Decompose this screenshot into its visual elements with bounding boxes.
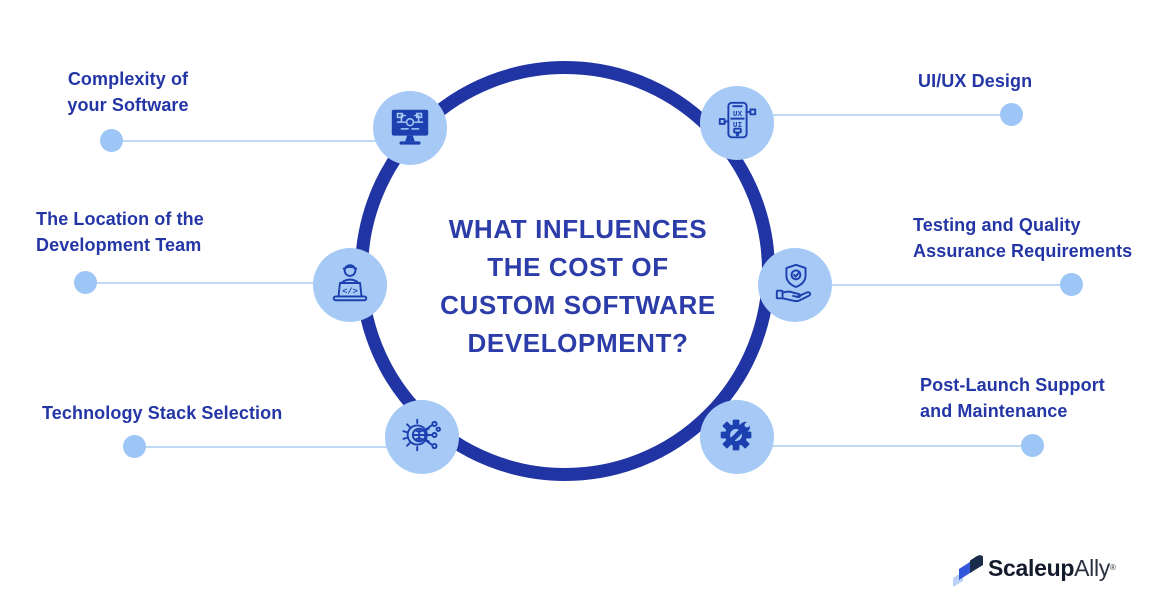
label-line: your Software [67,95,189,115]
uiux-icon-circle: UX UI [700,86,774,160]
label-line: UI/UX Design [918,71,1033,91]
page-title: WHAT INFLUENCES THE COST OF CUSTOM SOFTW… [398,210,758,362]
label-uiux: UI/UX Design [918,68,1032,94]
logo-brand-bold: Scaleup [988,555,1075,581]
developer-laptop-icon: </> [327,260,373,311]
mobile-uiux-icon: UX UI [714,98,760,149]
title-line: THE COST OF [487,252,669,282]
endpoint-dot-location [74,271,97,294]
tech-stack-icon-circle [385,400,459,474]
complexity-icon-circle [373,91,447,165]
label-line: The Location of the [36,209,204,229]
testing-icon-circle [758,248,832,322]
svg-text:UI: UI [733,121,743,129]
endpoint-dot-uiux [1000,103,1023,126]
connector-line-testing [795,284,1072,286]
label-line: and Maintenance [920,401,1068,421]
connector-line-tech-stack [135,446,422,448]
label-line: Technology Stack Selection [42,403,283,423]
connector-line-complexity [112,140,410,142]
connector-line-uiux [737,114,1012,116]
title-line: WHAT INFLUENCES [448,214,708,244]
monitor-flowchart-icon [387,103,433,154]
label-location: The Location of the Development Team [36,206,204,258]
label-line: Development Team [36,235,202,255]
title-line: CUSTOM SOFTWARE [440,290,716,320]
registered-trademark-symbol: ® [1109,563,1116,572]
scaleupally-logo: ScaleupAlly® [950,550,1116,590]
scaleupally-logo-text: ScaleupAlly® [988,550,1116,586]
endpoint-dot-tech-stack [123,435,146,458]
connector-line-post-launch [737,445,1033,447]
location-icon-circle: </> [313,248,387,322]
label-line: Assurance Requirements [913,241,1133,261]
label-post-launch: Post-Launch Support and Maintenance [920,372,1105,424]
endpoint-dot-post-launch [1021,434,1044,457]
gear-globe-network-icon [399,412,445,463]
logo-brand-light: Ally [1074,555,1110,581]
label-testing: Testing and Quality Assurance Requiremen… [913,212,1132,264]
label-line: Post-Launch Support [920,375,1105,395]
svg-text:</>: </> [342,286,358,296]
scaleupally-logo-icon [953,555,983,587]
svg-text:UX: UX [733,111,743,119]
shield-hand-icon [772,260,818,311]
gear-wrench-icon [714,412,760,463]
endpoint-dot-testing [1060,273,1083,296]
label-complexity: Complexity of your Software [28,66,228,118]
title-line: DEVELOPMENT? [467,328,689,358]
connector-line-location [86,282,350,284]
post-launch-icon-circle [700,400,774,474]
label-line: Complexity of [67,69,189,89]
label-line: Testing and Quality [913,215,1081,235]
label-tech-stack: Technology Stack Selection [42,400,282,426]
endpoint-dot-complexity [100,129,123,152]
